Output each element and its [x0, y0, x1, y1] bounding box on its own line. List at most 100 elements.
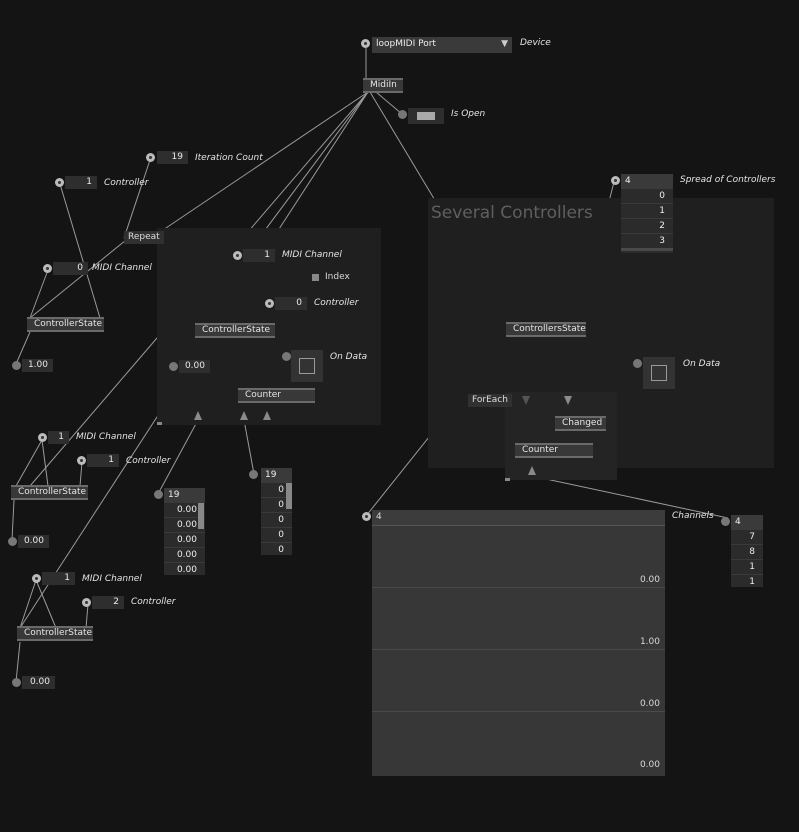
value-cell[interactable]: 0.00 [372, 526, 665, 587]
spread-b-row[interactable]: 0 [261, 527, 292, 542]
left3-channel-box[interactable]: 1 [42, 572, 75, 585]
spread-controllers-row[interactable]: 0 [621, 188, 673, 203]
left1-output-box[interactable]: 1.00 [22, 359, 53, 372]
loop-output-box[interactable]: 0.00 [179, 360, 210, 373]
spread-b[interactable]: 19 0 0 0 0 0 [261, 468, 292, 555]
spread-b-count: 19 [261, 468, 292, 482]
iteration-count-pin[interactable] [146, 153, 155, 162]
left3-channel-label: MIDI Channel [82, 574, 142, 584]
left1-output-pin[interactable] [12, 361, 21, 370]
value-cell[interactable]: 0.00 [372, 711, 665, 772]
iteration-count-box[interactable]: 19 [157, 151, 188, 164]
loop-controllerstate-node[interactable]: ControllerState [195, 323, 275, 338]
spread-b-scrollbar[interactable] [286, 483, 292, 509]
loop-output-pin[interactable] [169, 362, 178, 371]
loop-on-data-pin[interactable] [282, 352, 291, 361]
spread-a-row[interactable]: 0.00 [164, 517, 205, 532]
foreach-output-icon[interactable] [528, 466, 536, 475]
spread-controllers-label: Spread of Controllers [680, 175, 776, 185]
left3-output-pin[interactable] [12, 678, 21, 687]
repeat-tag[interactable]: Repeat [124, 231, 164, 244]
channels-row[interactable]: 1 [731, 559, 763, 574]
several-on-data-bang[interactable] [643, 357, 675, 389]
iteration-count-label: Iteration Count [195, 153, 263, 163]
loop-controller-pin[interactable] [265, 299, 274, 308]
loop-channel-box[interactable]: 1 [243, 249, 275, 262]
spread-b-pin[interactable] [249, 470, 258, 479]
device-dropdown[interactable]: loopMIDI Port ▼ [372, 37, 512, 53]
spread-a[interactable]: 19 0.00 0.00 0.00 0.00 0.00 [164, 488, 205, 575]
is-open-pin[interactable] [398, 110, 407, 119]
left1-controller-pin[interactable] [55, 178, 64, 187]
foreach-counter-node[interactable]: Counter [515, 443, 593, 458]
value-cell[interactable]: 1.00 [372, 587, 665, 649]
spread-a-row[interactable]: 0.00 [164, 547, 205, 562]
spread-controllers-row[interactable]: 1 [621, 203, 673, 218]
foreach-splitter-icon[interactable] [522, 396, 530, 405]
foreach-tag[interactable]: ForEach [468, 394, 512, 407]
loop-channel-pin[interactable] [233, 251, 242, 260]
values-count: 4 [372, 510, 665, 526]
left3-controllerstate-node[interactable]: ControllerState [17, 626, 93, 641]
channels-count: 4 [731, 515, 763, 529]
channels-row[interactable]: 7 [731, 529, 763, 544]
values-pin[interactable] [362, 512, 371, 521]
spread-controllers-count: 4 [621, 174, 673, 188]
left1-controller-box[interactable]: 1 [65, 176, 97, 189]
left1-channel-pin[interactable] [43, 264, 52, 273]
foreach-input-icon[interactable] [564, 396, 572, 405]
several-controllers-title: Several Controllers [431, 203, 593, 223]
left2-controller-box[interactable]: 1 [87, 454, 119, 467]
spread-collect-c-icon[interactable] [263, 411, 271, 420]
spread-b-row[interactable]: 0 [261, 512, 292, 527]
channels-spread[interactable]: 4 7 8 1 1 [731, 515, 763, 587]
left2-channel-box[interactable]: 1 [48, 431, 69, 444]
left3-controller-pin[interactable] [82, 598, 91, 607]
spread-of-controllers[interactable]: 4 0 1 2 3 [621, 174, 673, 253]
index-pin[interactable] [312, 274, 319, 281]
is-open-toggle[interactable] [408, 108, 444, 124]
value-cell[interactable]: 0.00 [372, 649, 665, 711]
left1-channel-box[interactable]: 0 [53, 262, 88, 275]
left2-controller-label: Controller [126, 456, 171, 466]
spread-controllers-pin[interactable] [611, 176, 620, 185]
loop-counter-node[interactable]: Counter [238, 388, 315, 403]
spread-a-row[interactable]: 0.00 [164, 502, 205, 517]
channels-pin[interactable] [721, 517, 730, 526]
spread-b-row[interactable]: 0 [261, 497, 292, 512]
channels-row[interactable]: 8 [731, 544, 763, 559]
left2-controller-pin[interactable] [77, 456, 86, 465]
left2-output-pin[interactable] [8, 537, 17, 546]
several-on-data-pin[interactable] [633, 359, 642, 368]
device-label: Device [520, 38, 551, 48]
left1-controller-label: Controller [104, 178, 149, 188]
device-pin[interactable] [361, 39, 370, 48]
foreach-resize-handle[interactable] [505, 478, 510, 481]
spread-a-pin[interactable] [154, 490, 163, 499]
loop-controller-box[interactable]: 0 [275, 297, 307, 310]
left3-output-box[interactable]: 0.00 [22, 676, 55, 689]
midiin-node[interactable]: MidiIn [363, 78, 403, 93]
loop-on-data-bang[interactable] [291, 350, 323, 382]
spread-b-row[interactable]: 0 [261, 482, 292, 497]
left3-channel-pin[interactable] [32, 574, 41, 583]
changed-node[interactable]: Changed [555, 416, 606, 431]
spread-a-row[interactable]: 0.00 [164, 562, 205, 577]
spread-b-row[interactable]: 0 [261, 542, 292, 557]
left2-controllerstate-node[interactable]: ControllerState [11, 485, 88, 500]
spread-collect-b-icon[interactable] [240, 411, 248, 420]
spread-a-scrollbar[interactable] [198, 503, 204, 529]
spread-controllers-row[interactable]: 2 [621, 218, 673, 233]
channels-label: Channels [672, 511, 714, 521]
controllersstate-node[interactable]: ControllersState [506, 322, 586, 337]
left2-output-box[interactable]: 0.00 [18, 535, 49, 548]
left3-controller-box[interactable]: 2 [92, 596, 124, 609]
left1-controllerstate-node[interactable]: ControllerState [27, 317, 104, 332]
controller-values-spread[interactable]: 4 0.00 1.00 0.00 0.00 [372, 510, 665, 776]
spread-controllers-row[interactable]: 3 [621, 233, 673, 248]
spread-a-row[interactable]: 0.00 [164, 532, 205, 547]
spread-collect-a-icon[interactable] [194, 411, 202, 420]
left2-channel-pin[interactable] [38, 433, 47, 442]
region-resize-handle[interactable] [157, 422, 162, 425]
channels-row[interactable]: 1 [731, 574, 763, 589]
